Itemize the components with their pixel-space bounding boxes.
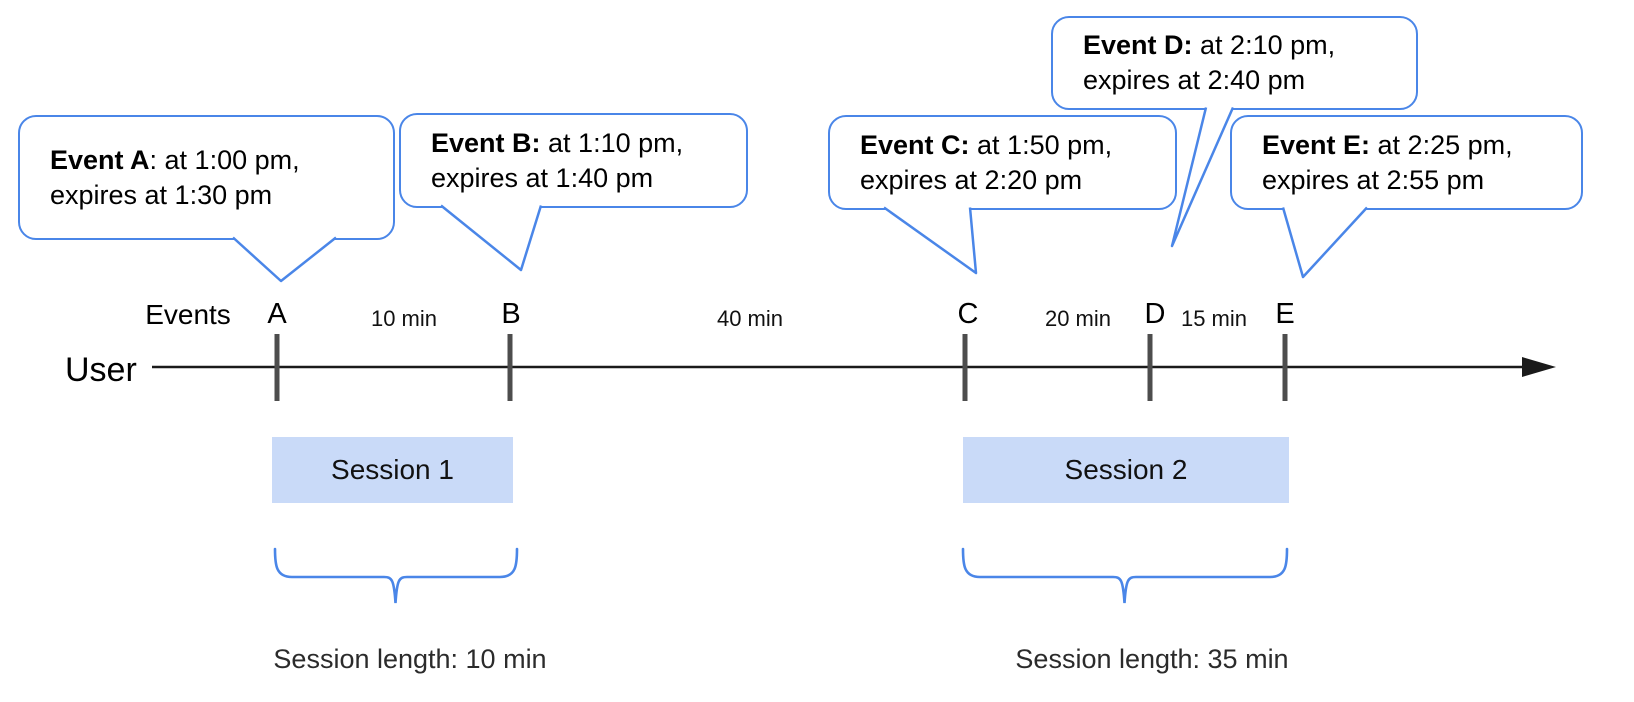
timeline-arrowhead-icon: [1522, 357, 1556, 377]
event-label-b: B: [501, 298, 521, 330]
session-1-label: Session 1: [331, 454, 454, 485]
gap-label-b-c: 40 min: [716, 306, 784, 331]
event-c-callout-line2: expires at 2:20 pm: [860, 164, 1083, 195]
event-c-callout: Event C: at 1:50 pm, expires at 2:20 pm: [828, 115, 1177, 210]
event-label-e: E: [1275, 298, 1295, 330]
gap-label-d-e: 15 min: [1180, 306, 1248, 331]
session-2-length-label: Session length: 35 min: [1015, 644, 1289, 674]
tick-event-c: [962, 334, 968, 401]
event-e-callout-line1: Event E: at 2:25 pm,: [1262, 129, 1513, 160]
event-d-callout-line1: Event D: at 2:10 pm,: [1083, 30, 1336, 60]
event-c-callout-tail: [883, 206, 978, 275]
session-1-brace: [273, 547, 519, 604]
tick-event-b: [507, 334, 513, 401]
event-c-callout-line1: Event C: at 1:50 pm,: [860, 129, 1113, 160]
event-label-a: A: [267, 298, 287, 330]
events-axis-label: Events: [145, 299, 231, 330]
event-d-callout-tail: [1170, 106, 1235, 248]
event-b-callout-tail: [440, 204, 543, 272]
event-e-callout-tail: [1281, 206, 1368, 279]
event-e-callout: Event E: at 2:25 pm, expires at 2:55 pm: [1230, 115, 1583, 210]
tick-event-d: [1147, 334, 1153, 401]
tick-event-a: [274, 334, 280, 401]
event-a-callout-line2: expires at 1:30 pm: [50, 179, 273, 210]
event-a-callout-line1: Event A: at 1:00 pm,: [50, 144, 300, 175]
event-e-callout-line2: expires at 2:55 pm: [1262, 164, 1485, 195]
session-2-brace: [961, 547, 1289, 604]
event-label-d: D: [1144, 298, 1166, 330]
tick-event-e: [1282, 334, 1288, 401]
gap-label-a-b: 10 min: [370, 306, 438, 331]
session-2-box: Session 2: [963, 437, 1289, 503]
event-b-callout: Event B: at 1:10 pm, expires at 1:40 pm: [399, 113, 748, 208]
session-1-box: Session 1: [272, 437, 513, 503]
session-2-label: Session 2: [1064, 454, 1188, 485]
gap-label-c-d: 20 min: [1044, 306, 1112, 331]
event-label-c: C: [957, 298, 979, 330]
event-d-callout-line2: expires at 2:40 pm: [1083, 65, 1306, 95]
event-a-callout: Event A: at 1:00 pm, expires at 1:30 pm: [18, 115, 395, 240]
event-d-callout: Event D: at 2:10 pm, expires at 2:40 pm: [1051, 16, 1418, 110]
event-b-callout-line2: expires at 1:40 pm: [431, 162, 654, 193]
session-1-length-label: Session length: 10 min: [273, 644, 547, 674]
event-a-callout-tail: [232, 236, 337, 283]
event-b-callout-line1: Event B: at 1:10 pm,: [431, 127, 684, 158]
user-axis-label: User: [65, 351, 137, 389]
